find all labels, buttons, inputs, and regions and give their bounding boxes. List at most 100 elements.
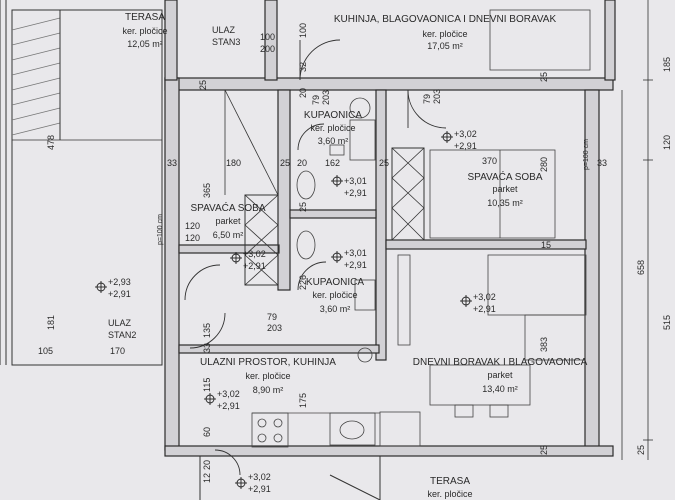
svg-text:370: 370 <box>482 156 497 166</box>
svg-text:226: 226 <box>298 275 308 290</box>
doors <box>184 39 447 476</box>
svg-text:+2,91: +2,91 <box>248 484 271 494</box>
svg-text:20: 20 <box>297 158 307 168</box>
svg-text:+2,91: +2,91 <box>344 188 367 198</box>
svg-text:203: 203 <box>432 89 442 104</box>
wardrobe-block <box>391 147 425 241</box>
svg-text:79: 79 <box>422 94 432 104</box>
svg-text:175: 175 <box>298 393 308 408</box>
svg-text:25: 25 <box>379 158 389 168</box>
svg-text:200: 200 <box>260 44 275 54</box>
svg-text:parket: parket <box>492 184 518 194</box>
svg-text:KUPAONICA: KUPAONICA <box>304 110 362 121</box>
svg-text:25: 25 <box>198 80 208 90</box>
svg-text:+3,01: +3,01 <box>344 248 367 258</box>
svg-text:17,05 m²: 17,05 m² <box>427 41 463 51</box>
svg-text:parket: parket <box>215 216 241 226</box>
svg-text:ker. pločice: ker. pločice <box>310 123 355 133</box>
walls <box>164 0 616 457</box>
svg-text:515: 515 <box>662 315 672 330</box>
svg-text:20: 20 <box>202 460 212 470</box>
svg-text:DNEVNI BORAVAK I BLAGOVAONICA: DNEVNI BORAVAK I BLAGOVAONICA <box>413 357 588 368</box>
svg-text:13,40 m²: 13,40 m² <box>482 384 518 394</box>
svg-text:STAN2: STAN2 <box>108 330 136 340</box>
svg-text:p=100 cm: p=100 cm <box>583 139 590 170</box>
svg-text:365: 365 <box>202 183 212 198</box>
svg-text:+3,02: +3,02 <box>248 472 271 482</box>
svg-text:15: 15 <box>541 240 551 250</box>
svg-text:+3,02: +3,02 <box>243 249 266 259</box>
svg-text:SPAVAĆA SOBA: SPAVAĆA SOBA <box>190 201 265 214</box>
svg-text:TERASA: TERASA <box>430 476 470 487</box>
svg-text:+2,91: +2,91 <box>473 304 496 314</box>
svg-text:100: 100 <box>298 23 308 38</box>
room-ulazni: ULAZNI PROSTOR, KUHINJA ker. pločice 8,9… <box>200 357 336 395</box>
svg-text:25: 25 <box>539 72 549 82</box>
svg-text:20: 20 <box>298 88 308 98</box>
svg-text:+2,91: +2,91 <box>454 141 477 151</box>
room-kuhinja-top: KUHINJA, BLAGOVAONICA I DNEVNI BORAVAK k… <box>334 14 557 51</box>
svg-text:105: 105 <box>38 346 53 356</box>
svg-text:+3,01: +3,01 <box>344 176 367 186</box>
svg-text:79: 79 <box>311 95 321 105</box>
bottom-terrace <box>199 456 381 500</box>
svg-text:135: 135 <box>202 323 212 338</box>
svg-text:25: 25 <box>280 158 290 168</box>
room-spavaca-left: SPAVAĆA SOBA parket 6,50 m² <box>190 201 265 240</box>
svg-text:185: 185 <box>662 57 672 72</box>
svg-text:181: 181 <box>46 315 56 330</box>
svg-text:280: 280 <box>539 157 549 172</box>
svg-text:180: 180 <box>226 158 241 168</box>
room-kupaonica-2: KUPAONICA ker. pločice 3,60 m² <box>306 277 364 314</box>
svg-text:SPAVAĆA SOBA: SPAVAĆA SOBA <box>467 170 542 183</box>
svg-text:ULAZ: ULAZ <box>108 318 132 328</box>
svg-text:+3,02: +3,02 <box>473 292 496 302</box>
svg-text:79: 79 <box>267 312 277 322</box>
svg-text:33: 33 <box>202 343 212 353</box>
svg-text:p=100 cm: p=100 cm <box>157 214 164 245</box>
svg-text:33: 33 <box>167 158 177 168</box>
svg-text:+3,02: +3,02 <box>217 389 240 399</box>
svg-text:10,35 m²: 10,35 m² <box>487 198 523 208</box>
svg-text:383: 383 <box>539 337 549 352</box>
svg-text:203: 203 <box>321 90 331 105</box>
room-kupaonica-1: KUPAONICA ker. pločice 3,60 m² <box>304 110 362 146</box>
svg-text:8,90 m²: 8,90 m² <box>253 385 284 395</box>
svg-text:+2,91: +2,91 <box>243 261 266 271</box>
svg-text:170: 170 <box>110 346 125 356</box>
svg-text:+2,91: +2,91 <box>344 260 367 270</box>
svg-text:ker. pločice: ker. pločice <box>245 371 290 381</box>
svg-text:12: 12 <box>202 473 212 483</box>
svg-text:STAN3: STAN3 <box>212 37 240 47</box>
svg-text:TERASA: TERASA <box>125 12 165 23</box>
svg-text:25: 25 <box>636 445 646 455</box>
svg-text:120: 120 <box>185 221 200 231</box>
svg-text:3,60 m²: 3,60 m² <box>318 136 349 146</box>
svg-text:+2,91: +2,91 <box>217 401 240 411</box>
svg-text:100: 100 <box>260 32 275 42</box>
room-terasa-bottom: TERASA ker. pločice <box>427 476 472 499</box>
svg-text:KUPAONICA: KUPAONICA <box>306 277 364 288</box>
svg-text:32: 32 <box>298 62 308 72</box>
svg-text:+3,02: +3,02 <box>454 129 477 139</box>
svg-text:ker. pločice: ker. pločice <box>312 290 357 300</box>
left-terrace <box>0 0 163 366</box>
svg-text:ULAZNI PROSTOR, KUHINJA: ULAZNI PROSTOR, KUHINJA <box>200 357 336 368</box>
svg-text:ULAZ: ULAZ <box>212 25 236 35</box>
svg-text:KUHINJA, BLAGOVAONICA I DNEVNI: KUHINJA, BLAGOVAONICA I DNEVNI BORAVAK <box>334 14 557 25</box>
svg-text:162: 162 <box>325 158 340 168</box>
right-dimension-line <box>621 0 653 460</box>
svg-text:120: 120 <box>185 233 200 243</box>
svg-text:120: 120 <box>662 135 672 150</box>
dimension-numbers: 478 181 105 170 100 100 200 32 20 79 203… <box>38 23 672 483</box>
room-terasa-top: TERASA ker. pločice 12,05 m² <box>122 12 167 49</box>
svg-text:+2,93: +2,93 <box>108 277 131 287</box>
svg-text:478: 478 <box>46 135 56 150</box>
level-texts: +3,02 +2,91 +3,01 +2,91 +2,93 +2,91 +3,0… <box>108 129 496 494</box>
svg-text:203: 203 <box>267 323 282 333</box>
svg-text:115: 115 <box>202 378 212 392</box>
svg-text:25: 25 <box>539 445 549 455</box>
level-markers <box>95 131 472 489</box>
svg-text:33: 33 <box>597 158 607 168</box>
